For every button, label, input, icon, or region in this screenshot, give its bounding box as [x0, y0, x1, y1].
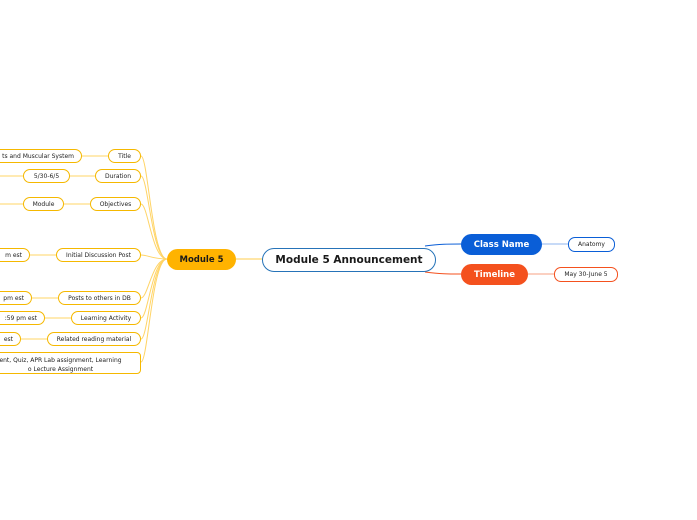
objectives-child-node[interactable]: Module: [23, 197, 64, 211]
connector-root-timeline: [424, 271, 462, 275]
connector-module5-objectives: [140, 203, 168, 260]
class-name-node[interactable]: Class Name: [461, 234, 542, 255]
learning-activity-child-node[interactable]: :59 pm est: [0, 311, 45, 325]
connector-module5-initial-post: [140, 254, 168, 260]
root-node[interactable]: Module 5 Announcement: [262, 248, 436, 272]
title-node[interactable]: Title: [108, 149, 141, 163]
learning-activity-node[interactable]: Learning Activity: [71, 311, 141, 325]
assignments-node[interactable]: ent, Quiz, APR Lab assignment, Learning …: [0, 352, 141, 374]
initial-post-node[interactable]: Initial Discussion Post: [56, 248, 141, 262]
connector-module5-duration: [140, 175, 168, 260]
objectives-node[interactable]: Objectives: [90, 197, 141, 211]
posts-others-node[interactable]: Posts to others in DB: [58, 291, 141, 305]
timeline-dates-node[interactable]: May 30-June 5: [554, 267, 618, 282]
duration-node[interactable]: Duration: [95, 169, 141, 183]
initial-post-child-node[interactable]: m est: [0, 248, 30, 262]
connector-module5-title: [140, 155, 168, 260]
assignments-line-1: ent, Quiz, APR Lab assignment, Learning: [0, 357, 122, 364]
reading-node[interactable]: Related reading material: [47, 332, 141, 346]
module5-node[interactable]: Module 5: [167, 249, 236, 270]
connector-module5-assignments: [140, 258, 168, 363]
title-child-node[interactable]: ts and Muscular System: [0, 149, 82, 163]
duration-child-node[interactable]: 5/30-6/5: [23, 169, 70, 183]
assignments-line-2: o Lecture Assignment: [27, 365, 94, 373]
connector-module5-learning-activity: [140, 258, 168, 319]
timeline-node[interactable]: Timeline: [461, 264, 528, 285]
connector-root-class-name: [424, 243, 462, 247]
posts-others-child-node[interactable]: pm est: [0, 291, 32, 305]
reading-child-node[interactable]: est: [0, 332, 21, 346]
class-name-anatomy-node[interactable]: Anatomy: [568, 237, 615, 252]
